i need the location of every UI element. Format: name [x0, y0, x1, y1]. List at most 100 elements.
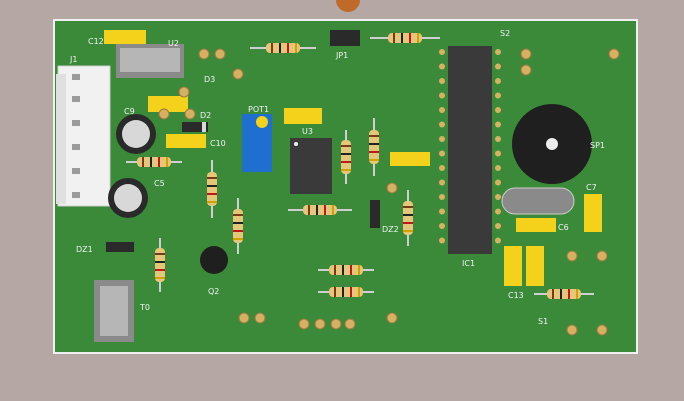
resistor[interactable] — [369, 130, 379, 164]
resistor[interactable] — [137, 157, 171, 167]
resistor-band — [207, 193, 217, 195]
capacitor-c10[interactable] — [166, 134, 206, 148]
capacitor-c12[interactable] — [104, 30, 146, 44]
copper-pad — [566, 250, 578, 262]
resistor-band — [369, 151, 379, 153]
transistor-q2[interactable] — [200, 246, 228, 274]
resistor-band — [369, 135, 379, 137]
copper-pad — [178, 86, 190, 98]
label-d2: D2 — [200, 111, 211, 120]
ic1-pin — [495, 136, 501, 142]
ic1-pin — [495, 208, 501, 215]
label-dz2: DZ2 — [382, 225, 399, 234]
resistor[interactable] — [329, 265, 363, 275]
regulator-u2[interactable] — [116, 44, 184, 78]
label-c10: C10 — [210, 139, 226, 148]
resistor[interactable] — [266, 43, 300, 53]
resistor-band — [155, 253, 165, 255]
label-u2: U2 — [168, 39, 179, 48]
ic1-pin — [495, 179, 501, 186]
resistor-band — [350, 287, 352, 297]
resistor[interactable] — [341, 140, 351, 174]
ic1-pin — [439, 121, 445, 128]
resistor-band — [155, 261, 165, 263]
copper-pad — [198, 48, 210, 60]
capacitor-block-1[interactable] — [148, 96, 188, 112]
copper-pad — [158, 108, 170, 120]
resistor-band — [369, 159, 379, 161]
resistor-band — [207, 201, 217, 203]
resistor-band — [341, 153, 351, 155]
resistor[interactable] — [233, 209, 243, 243]
label-d3: D3 — [204, 75, 215, 84]
capacitor-c13-a[interactable] — [504, 246, 522, 286]
ic1-pin — [495, 121, 501, 128]
ic1-pin — [495, 78, 501, 84]
copper-pad — [214, 48, 226, 60]
resistor-band — [403, 230, 413, 232]
buzzer-sp1[interactable] — [512, 104, 592, 184]
label-dz1: DZ1 — [76, 245, 93, 254]
copper-pad — [386, 312, 398, 324]
ic1-pin — [439, 49, 445, 55]
label-s1: S1 — [538, 317, 548, 326]
ic1-pin — [495, 223, 501, 229]
copper-pad — [238, 312, 250, 324]
resistor-band — [401, 33, 403, 43]
zener-dz2[interactable] — [370, 200, 380, 228]
connector-j1[interactable] — [56, 65, 111, 207]
copper-pad — [608, 48, 620, 60]
label-c9: C9 — [124, 107, 135, 116]
resistor-band — [233, 222, 243, 224]
capacitor-c6[interactable] — [516, 218, 556, 232]
resistor-band — [403, 206, 413, 208]
resistor-band — [158, 157, 160, 167]
crystal[interactable] — [501, 187, 575, 215]
potentiometer-pot1[interactable] — [242, 114, 272, 172]
capacitor-c13-b[interactable] — [526, 246, 544, 286]
copper-pad — [314, 318, 326, 330]
top-tab — [336, 0, 360, 12]
copper-pad — [254, 312, 266, 324]
resistor-band — [316, 205, 318, 215]
copper-pad — [298, 318, 310, 330]
ic1-pin — [439, 92, 445, 99]
ic1-pin — [495, 194, 501, 200]
resistor[interactable] — [547, 289, 581, 299]
capacitor-block-3[interactable] — [390, 152, 430, 166]
resistor[interactable] — [388, 33, 422, 43]
jumper-jp1[interactable] — [330, 30, 360, 46]
label-j1: J1 — [69, 55, 77, 64]
ic1-pin — [439, 150, 445, 157]
label-sp1: SP1 — [590, 141, 605, 150]
resistor[interactable] — [329, 287, 363, 297]
resistor-band — [560, 289, 562, 299]
resistor[interactable] — [207, 172, 217, 206]
resistor[interactable] — [403, 201, 413, 235]
regulator-t0[interactable] — [94, 280, 134, 342]
ic-ic1[interactable] — [448, 46, 492, 254]
capacitor-c7[interactable] — [584, 194, 602, 232]
resistor-band — [342, 287, 344, 297]
resistor-band — [332, 205, 334, 215]
ic-u3[interactable] — [290, 138, 332, 194]
resistor-band — [341, 161, 351, 163]
ic1-pin — [495, 165, 501, 171]
capacitor-block-2[interactable] — [284, 108, 322, 124]
ic1-pin — [495, 92, 501, 99]
resistor-band — [155, 269, 165, 271]
resistor-band — [295, 43, 297, 53]
copper-pad — [232, 68, 244, 80]
resistor[interactable] — [155, 248, 165, 282]
diode-d2[interactable] — [182, 122, 208, 132]
ic1-pin — [439, 165, 445, 171]
ic1-pin — [439, 237, 445, 244]
resistor-band — [207, 185, 217, 187]
resistor-band — [369, 143, 379, 145]
copper-pad — [344, 318, 356, 330]
electrolytic-c9[interactable] — [116, 114, 156, 154]
resistor[interactable] — [303, 205, 337, 215]
zener-dz1[interactable] — [106, 242, 134, 252]
ic1-pin — [439, 194, 445, 200]
electrolytic-c5[interactable] — [108, 178, 148, 218]
